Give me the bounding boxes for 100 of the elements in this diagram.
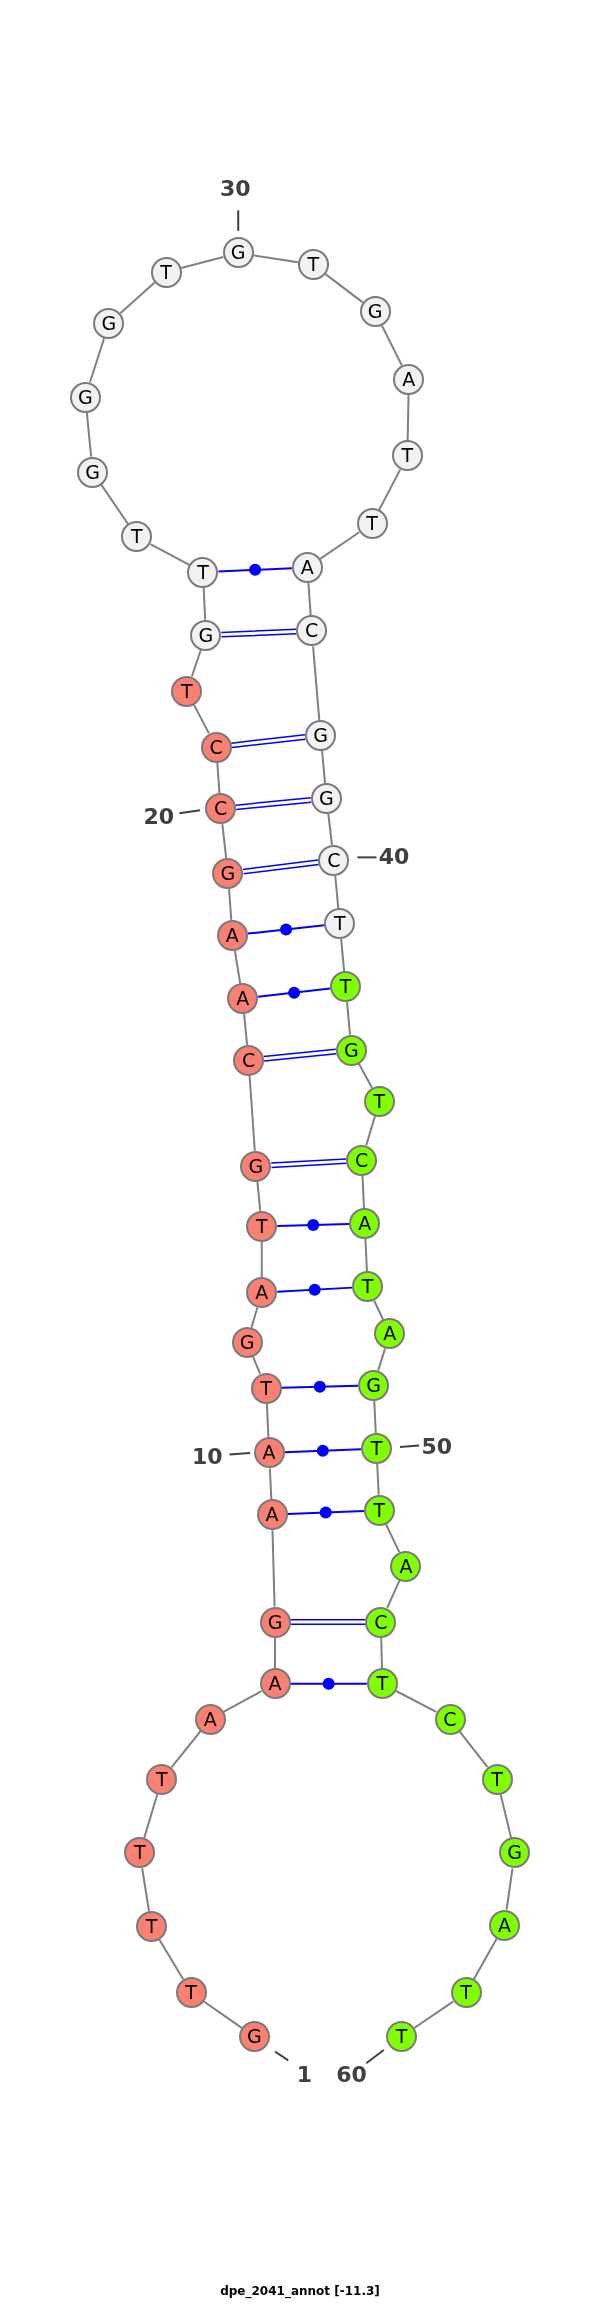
- nucleotide-circle: G: [190, 619, 222, 651]
- double-line: [270, 1158, 348, 1169]
- backbone-line: [346, 1001, 352, 1036]
- backbone-line: [413, 2000, 455, 2030]
- backbone-line: [373, 1399, 377, 1435]
- base-pair-line: [217, 567, 293, 573]
- nucleotide-circle: A: [488, 1909, 520, 1941]
- leader-line: [228, 1451, 251, 1456]
- position-number: 50: [421, 1433, 453, 1459]
- backbone-line: [180, 255, 225, 270]
- nucleotide-circle: T: [150, 256, 182, 288]
- base-pair-line: [276, 1286, 354, 1293]
- backbone-line: [119, 281, 156, 315]
- backbone-line: [324, 273, 364, 304]
- position-number: 60: [336, 2061, 367, 2086]
- backbone-line: [365, 1115, 376, 1147]
- base-pair-line: [246, 924, 326, 935]
- backbone-line: [364, 1238, 368, 1273]
- backbone-line: [190, 648, 202, 678]
- nucleotide-circle: T: [135, 1910, 167, 1942]
- backbone-line: [380, 1636, 383, 1670]
- backbone-line: [252, 1355, 262, 1375]
- backbone-line: [271, 1529, 276, 1608]
- backbone-line: [158, 1938, 185, 1981]
- nucleotide-circle: T: [171, 675, 203, 707]
- backbone-line: [228, 888, 233, 921]
- nucleotide-circle: A: [259, 1668, 291, 1700]
- leader-line: [356, 856, 378, 859]
- backbone-line: [378, 468, 402, 511]
- backbone-line: [274, 1636, 276, 1670]
- leader-line: [237, 209, 240, 232]
- nucleotide-circle: T: [246, 1210, 278, 1242]
- leader-line: [399, 1444, 421, 1449]
- backbone-line: [334, 874, 340, 910]
- nucleotide-circle: T: [366, 1668, 398, 1700]
- backbone-line: [149, 543, 191, 566]
- nucleotide-circle: C: [318, 844, 350, 876]
- backbone-line: [321, 749, 327, 785]
- nucleotide-circle: G: [499, 1837, 531, 1869]
- backbone-line: [248, 1074, 256, 1152]
- backbone-line: [202, 586, 207, 621]
- nucleotide-circle: T: [124, 1837, 156, 1869]
- nucleotide-circle: A: [256, 1499, 288, 1531]
- nucleotide-circle: A: [390, 1550, 422, 1582]
- base-pair-line: [289, 1682, 368, 1685]
- nucleotide-circle: A: [253, 1437, 285, 1469]
- backbone-line: [260, 1240, 263, 1279]
- nucleotide-circle: G: [222, 237, 254, 269]
- backbone-line: [376, 1463, 380, 1496]
- nucleotide-circle: G: [305, 719, 337, 751]
- nucleotide-circle: T: [385, 2021, 417, 2053]
- nucleotide-circle: T: [363, 1085, 395, 1117]
- nucleotide-circle: G: [240, 1150, 272, 1182]
- nucleotide-circle: G: [335, 1034, 367, 1066]
- nucleotide-circle: T: [481, 1763, 513, 1795]
- leader-line: [178, 809, 201, 815]
- double-line: [220, 628, 298, 638]
- nucleotide-circle: C: [365, 1606, 397, 1638]
- nucleotide-circle: G: [238, 2021, 270, 2053]
- nucleotide-circle: A: [194, 1703, 226, 1735]
- nucleotide-circle: G: [359, 296, 391, 328]
- nucleotide-circle: A: [227, 983, 259, 1014]
- backbone-line: [307, 582, 312, 617]
- backbone-line: [458, 1730, 489, 1769]
- nucleotide-circle: A: [393, 363, 425, 395]
- backbone-line: [340, 937, 346, 973]
- nucleotide-circle: C: [434, 1703, 466, 1735]
- backbone-line: [141, 1867, 150, 1913]
- backbone-line: [361, 1174, 365, 1210]
- backbone-line: [472, 1937, 498, 1981]
- nucleotide-circle: A: [246, 1277, 278, 1309]
- backbone-line: [193, 703, 210, 735]
- nucleotide-circle: C: [346, 1144, 378, 1176]
- leader-line: [274, 2050, 290, 2062]
- backbone-line: [406, 393, 410, 442]
- nucleotide-circle: T: [250, 1372, 282, 1404]
- backbone-line: [170, 1730, 202, 1769]
- nucleotide-circle: T: [352, 1271, 384, 1303]
- backbone-line: [250, 1306, 259, 1329]
- backbone-line: [265, 1402, 270, 1439]
- nucleotide-circle: A: [349, 1208, 381, 1239]
- backbone-line: [216, 761, 221, 795]
- nucleotide-circle: G: [212, 858, 244, 889]
- backbone-line: [221, 823, 228, 860]
- nucleotide-circle: T: [297, 249, 329, 281]
- backbone-line: [499, 1793, 513, 1839]
- nucleotide-circle: T: [363, 1494, 395, 1526]
- backbone-line: [373, 1299, 385, 1321]
- leader-line: [365, 2049, 385, 2065]
- base-pair-line: [276, 1222, 351, 1228]
- nucleotide-circle: A: [291, 552, 323, 584]
- nucleotide-circle: G: [231, 1327, 263, 1359]
- backbone-line: [395, 1690, 438, 1713]
- double-line: [235, 797, 312, 811]
- backbone-line: [89, 337, 106, 384]
- nucleotide-circle: A: [216, 919, 248, 951]
- nucleotide-circle: C: [296, 615, 328, 647]
- backbone-line: [252, 254, 299, 264]
- backbone-line: [243, 1012, 249, 1046]
- nucleotide-circle: T: [391, 440, 423, 472]
